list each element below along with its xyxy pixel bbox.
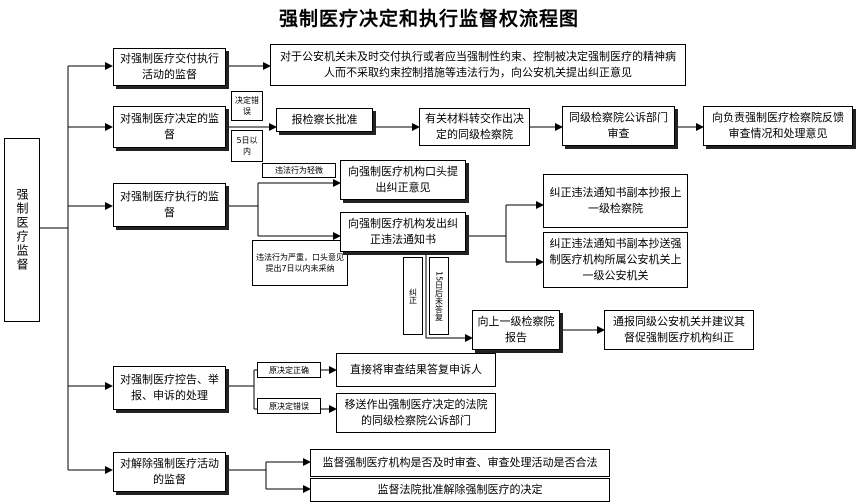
step-transfer-materials: 有关材料转交作出决定的同级检察院 xyxy=(419,108,530,146)
copy-upper-police: 纠正违法通知书副本抄送强制医疗机构所属公安机关上一级公安机关 xyxy=(543,232,688,288)
correction-notice: 向强制医疗机构发出纠正违法通知书 xyxy=(340,212,466,252)
note-serious-violation: 违法行为严重，口头意见提出7日以内未采纳 xyxy=(252,240,348,286)
step-chief-approval: 报检察长批准 xyxy=(276,108,373,132)
branch-decision: 对强制医疗决定的监督 xyxy=(113,106,226,148)
root-node: 强制医疗监督 xyxy=(4,138,40,322)
notify-police-supervise: 通报同级公安机关并建议其督促强制医疗机构纠正 xyxy=(604,310,754,350)
note-within-5-days: 5日以内 xyxy=(231,130,263,162)
step-prosecution-review: 同级检察院公诉部门审查 xyxy=(562,106,675,146)
branch-execution: 对强制医疗执行的监督 xyxy=(113,183,226,227)
note-decision-error: 决定错误 xyxy=(231,91,263,121)
delivery-result: 对于公安机关未及时交付执行或者应当强制性约束、控制被决定强制医疗的精神病人而不采… xyxy=(270,44,686,86)
transfer-prosecution: 移送作出强制医疗决定的法院的同级检察院公诉部门 xyxy=(336,393,496,433)
note-no-reply-15-days: 15日后未答复 xyxy=(429,257,449,335)
step-feedback: 向负责强制医疗检察院反馈审查情况和处理意见 xyxy=(703,106,853,146)
branch-delivery: 对强制医疗交付执行活动的监督 xyxy=(113,48,226,86)
report-upper-procuratorate: 向上一级检察院报告 xyxy=(472,310,560,350)
reply-complainant: 直接将审查结果答复申诉人 xyxy=(336,353,496,387)
note-original-wrong: 原决定错误 xyxy=(257,398,321,414)
note-correct: 纠正 xyxy=(403,257,423,335)
branch-release: 对解除强制医疗活动的监督 xyxy=(113,452,226,492)
note-minor-violation: 违法行为轻微 xyxy=(262,163,336,178)
check-review-activity: 监督强制医疗机构是否及时审查、审查处理活动是否合法 xyxy=(310,449,610,477)
oral-correction: 向强制医疗机构口头提出纠正意见 xyxy=(340,160,466,200)
page-title: 强制医疗决定和执行监督权流程图 xyxy=(278,8,579,30)
branch-complaint: 对强制医疗控告、举报、申诉的处理 xyxy=(113,366,226,410)
copy-upper-procuratorate: 纠正违法通知书副本抄报上一级检察院 xyxy=(543,174,688,228)
check-court-decision: 监督法院批准解除强制医疗的决定 xyxy=(310,478,610,502)
note-original-correct: 原决定正确 xyxy=(257,362,321,378)
